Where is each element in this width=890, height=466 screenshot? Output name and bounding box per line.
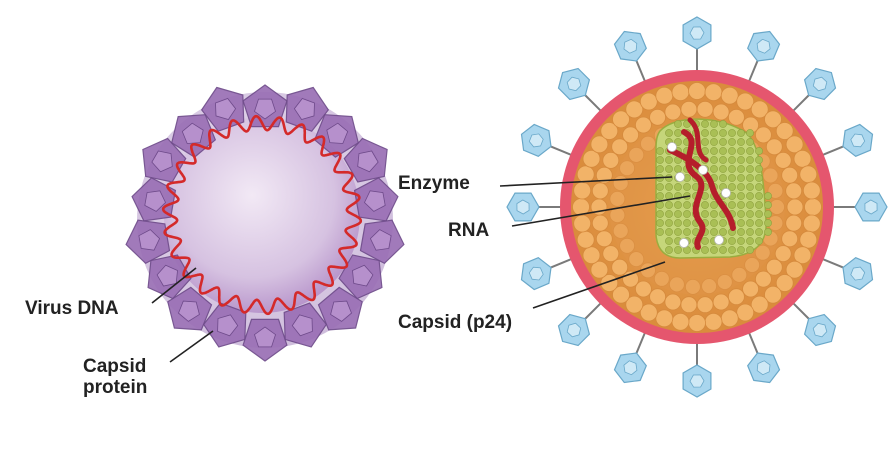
enzyme-particle (721, 188, 731, 198)
glycoprotein-spike (747, 30, 781, 83)
glycoprotein-spike (506, 192, 562, 222)
glycoprotein-spike (832, 192, 888, 222)
capsomer (283, 302, 328, 348)
glycoprotein-spike (791, 301, 837, 347)
virus-dna-strand (161, 114, 363, 316)
enzyme-particle (714, 235, 724, 245)
enzyme-particle (675, 172, 685, 182)
retrovirus (506, 16, 888, 398)
capsomer (343, 137, 388, 183)
capsomer (242, 318, 288, 362)
dna-virus-interior (164, 117, 360, 313)
glycoprotein-spike (747, 331, 781, 384)
rna-strand (667, 147, 736, 231)
matrix-protein-beads (572, 82, 822, 332)
capsid-protein-label-line1: Capsid (83, 356, 147, 377)
capsomer (202, 302, 247, 348)
capsomer (359, 219, 405, 265)
enzyme-particle (679, 238, 689, 248)
rna-leader-line (511, 195, 691, 227)
glycoprotein-spike (613, 30, 647, 83)
virus-dna-label: Virus DNA (25, 298, 119, 319)
glycoprotein-spike (791, 67, 837, 113)
rna-strand (687, 117, 709, 163)
capsomer (147, 254, 192, 300)
capsid-p24-label: Capsid (p24) (398, 312, 513, 333)
capsomer (317, 286, 363, 331)
enzyme-particle (667, 142, 677, 152)
glycoprotein-spike (682, 16, 712, 72)
glycoprotein-spike (821, 257, 874, 291)
enzyme-label: Enzyme (398, 173, 470, 194)
capsid-protein-shell (125, 84, 405, 362)
enzyme-leader-line (499, 176, 673, 187)
capsid-protein-leader-line (169, 330, 214, 363)
glycoprotein-spike (520, 123, 573, 157)
glycoprotein-spike (557, 67, 603, 113)
capsomer (242, 84, 288, 128)
capsid-p24-leader-line (532, 261, 666, 309)
glycoprotein-spike (613, 331, 647, 384)
enzyme-particle (698, 165, 708, 175)
rna-label: RNA (448, 220, 490, 241)
capsomer (338, 254, 383, 300)
glycoprotein-spike (520, 257, 573, 291)
glycoprotein-spike (821, 123, 874, 157)
dna-virus (125, 84, 405, 362)
capsomer (167, 286, 213, 331)
capsomer (353, 177, 399, 222)
glycoprotein-spike (682, 342, 712, 398)
enzyme-particles (667, 142, 731, 248)
capsid-protein-label-line2: protein (83, 377, 148, 398)
virus-dna-leader-line (151, 267, 197, 304)
capsomer (313, 114, 359, 158)
glycoprotein-spike (557, 301, 603, 347)
capsomer (142, 137, 187, 183)
rna-strands (667, 117, 736, 250)
glycoprotein-spikes (506, 16, 888, 398)
rna-strand (681, 129, 706, 250)
capsomer (125, 219, 171, 265)
capsomer (285, 86, 330, 132)
